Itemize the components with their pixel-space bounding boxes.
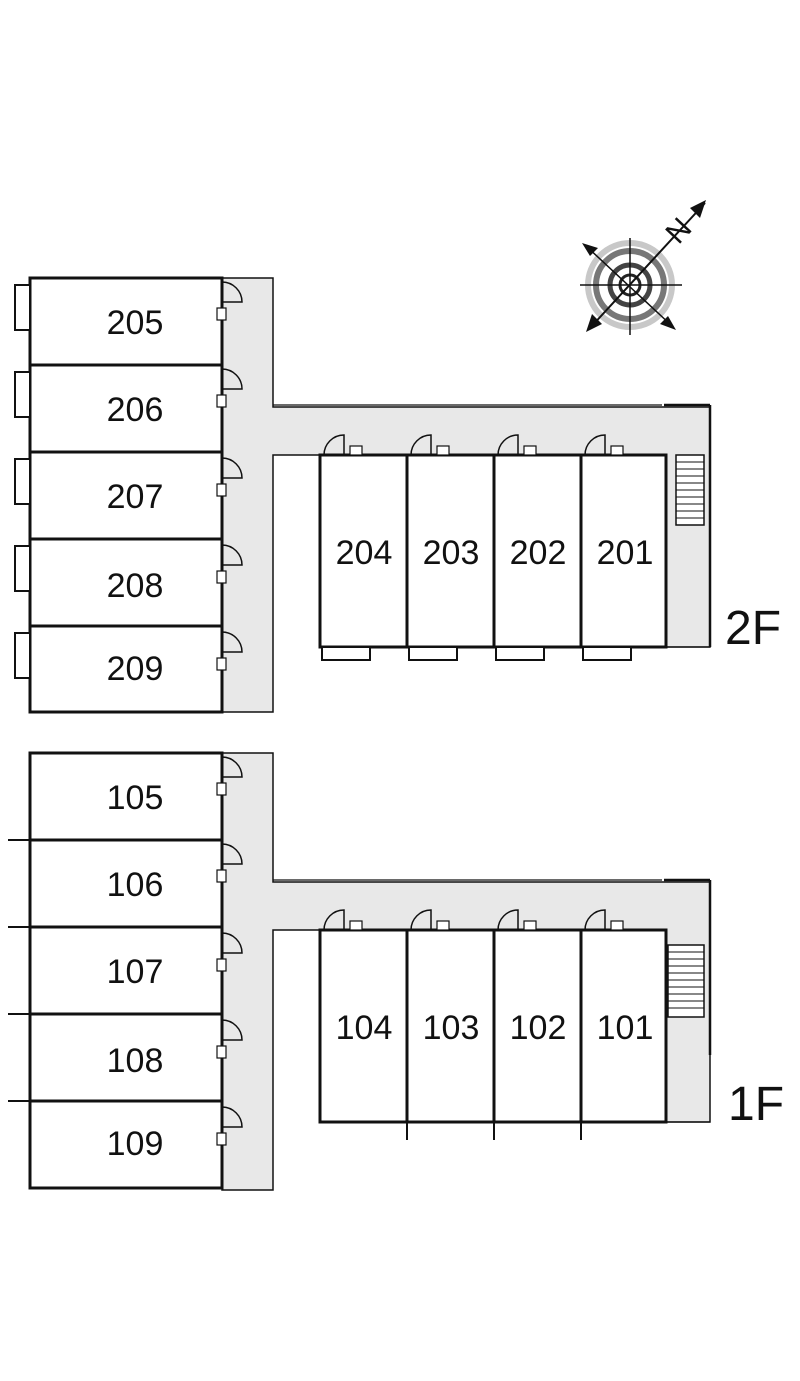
west-unit: 208 (14, 537, 243, 628)
east-unit: 103 (405, 909, 496, 1140)
staircase (675, 454, 705, 526)
east-unit: 203 (405, 434, 496, 661)
east-unit: 204 (318, 434, 409, 661)
compass-icon: N (580, 200, 706, 335)
unit-number: 104 (336, 1009, 393, 1047)
unit-number: 108 (107, 1042, 164, 1080)
unit-number: 202 (510, 534, 567, 572)
east-unit: 201 (579, 434, 668, 661)
west-unit: 209 (14, 624, 243, 714)
floor-2f: 205 206 207 208 209 (14, 276, 781, 714)
unit-number: 106 (107, 866, 164, 904)
unit-number: 203 (423, 534, 480, 572)
unit-number: 209 (107, 650, 164, 688)
unit-number: 206 (107, 391, 164, 429)
unit-number: 109 (107, 1125, 164, 1163)
west-unit: 109 (8, 1099, 243, 1190)
unit-number: 201 (597, 534, 654, 572)
unit-number: 105 (107, 779, 164, 817)
west-unit: 207 (14, 450, 243, 541)
unit-number: 101 (597, 1009, 654, 1047)
unit-number: 107 (107, 953, 164, 991)
staircase (667, 944, 705, 1018)
floor-1f: 105 106 107 108 109 (8, 751, 784, 1191)
unit-number: 205 (107, 304, 164, 342)
floor-label: 1F (728, 1078, 784, 1131)
unit-number: 208 (107, 567, 164, 605)
east-unit: 202 (492, 434, 583, 661)
unit-number: 102 (510, 1009, 567, 1047)
west-unit: 106 (8, 838, 243, 929)
unit-number: 207 (107, 478, 164, 516)
west-unit: 108 (8, 1012, 243, 1103)
unit-number: 103 (423, 1009, 480, 1047)
unit-number: 204 (336, 534, 393, 572)
west-unit: 206 (14, 363, 243, 454)
east-unit: 101 (579, 909, 668, 1140)
west-unit: 205 (14, 276, 243, 367)
west-unit: 105 (28, 751, 243, 842)
west-unit: 107 (8, 925, 243, 1016)
east-unit: 104 (318, 909, 409, 1124)
floor-label: 2F (725, 602, 781, 655)
east-unit: 102 (492, 909, 583, 1140)
